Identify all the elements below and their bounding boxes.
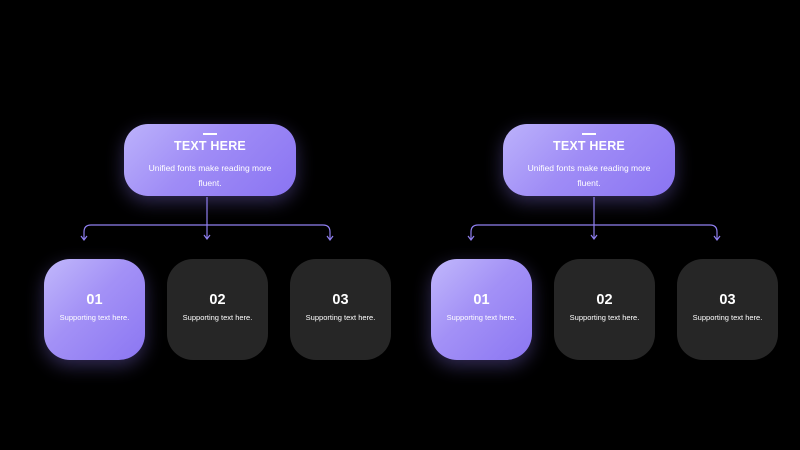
group-2-card-01: 01 Supporting text here. (431, 259, 532, 360)
header-accent-bar (582, 133, 596, 135)
group-2-connectors (467, 197, 721, 241)
group-2-arrow-right (713, 235, 721, 241)
group-2-arrow-center (590, 234, 598, 240)
group-1-header-box: TEXT HERE Unified fonts make reading mor… (124, 124, 296, 196)
group-2-header-box: TEXT HERE Unified fonts make reading mor… (503, 124, 675, 196)
group-1-card-01: 01 Supporting text here. (44, 259, 145, 360)
group-1-arrow-right (326, 235, 334, 241)
group-1-card-03: 03 Supporting text here. (290, 259, 391, 360)
group-2-header-subtitle: Unified fonts make reading more fluent. (527, 163, 651, 188)
group-1-header-title: TEXT HERE (174, 139, 246, 153)
group-1-card-02: 02 Supporting text here. (167, 259, 268, 360)
group-2-card-03: 03 Supporting text here. (677, 259, 778, 360)
card-text: Supporting text here. (569, 313, 640, 322)
group-1-arrow-center (203, 234, 211, 240)
card-text: Supporting text here. (59, 313, 130, 322)
card-number: 02 (209, 292, 226, 308)
group-1-header-subtitle: Unified fonts make reading more fluent. (148, 163, 272, 188)
group-2-branch-line (470, 224, 718, 239)
group-1-branch-line (83, 224, 331, 239)
card-number: 03 (719, 292, 736, 308)
card-text: Supporting text here. (692, 313, 763, 322)
group-2-card-02: 02 Supporting text here. (554, 259, 655, 360)
card-number: 01 (86, 292, 103, 308)
card-text: Supporting text here. (446, 313, 517, 322)
group-1-connectors (80, 197, 334, 241)
card-number: 02 (596, 292, 613, 308)
card-number: 03 (332, 292, 349, 308)
card-text: Supporting text here. (305, 313, 376, 322)
group-1-arrow-left (80, 235, 88, 241)
card-text: Supporting text here. (182, 313, 253, 322)
group-2-arrow-left (467, 235, 475, 241)
header-accent-bar (203, 133, 217, 135)
group-2-header-title: TEXT HERE (553, 139, 625, 153)
card-number: 01 (473, 292, 490, 308)
